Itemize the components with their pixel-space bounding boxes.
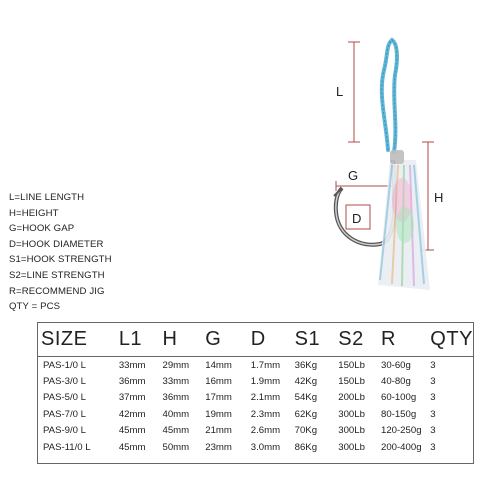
cell-g: 19mm (205, 408, 232, 420)
cell-s1: 62Kg (294, 408, 318, 420)
cell-s1: 86Kg (294, 441, 318, 453)
cell-r: 120-250g (380, 425, 422, 437)
header-qty: QTY (430, 323, 473, 357)
cell-d: 1.7mm (250, 359, 281, 371)
cell-l1: 33mm (118, 359, 146, 371)
cell-d: 3.0mm (250, 441, 281, 453)
cell-r: 40-80g (380, 376, 411, 388)
cell-s2: 150Lb (338, 376, 365, 388)
cell-r: 200-400g (380, 441, 422, 453)
diameter-box (345, 204, 371, 230)
cell-size: PAS-7/0 L (43, 408, 87, 420)
cell-g: 21mm (205, 425, 232, 437)
header-d: D (250, 323, 295, 357)
cell-r: 60-100g (380, 392, 417, 404)
cell-g: 16mm (205, 376, 232, 388)
label-g: G (348, 168, 358, 183)
cell-d: 1.9mm (250, 376, 281, 388)
label-d: D (352, 211, 361, 226)
legend-item: L=LINE LENGTH (9, 192, 85, 203)
cell-s2: 150Lb (338, 359, 365, 371)
cell-d: 2.1mm (250, 392, 281, 404)
legend-item: R=RECOMMEND JIG (9, 285, 105, 297)
table-header-row: SIZE L1 H G D S1 S2 R QTY (38, 323, 473, 357)
cell-size: PAS-11/0 L (43, 441, 91, 453)
cell-qty: 3 (430, 376, 436, 388)
cell-h: 33mm (162, 376, 190, 388)
cell-h: 36mm (162, 392, 190, 404)
cell-l1: 42mm (118, 408, 146, 420)
cell-r: 30-60g (380, 359, 411, 371)
cell-s1: 70Kg (294, 425, 318, 437)
cell-size: PAS-5/0 L (43, 392, 87, 404)
cell-l1: 45mm (118, 441, 146, 453)
table-row: PAS-11/0 L 45mm 50mm 23mm 3.0mm 86Kg 300Lb 200-… (38, 439, 473, 455)
legend-item: S2=LINE STRENGTH (9, 269, 105, 281)
cell-s1: 54Kg (294, 392, 318, 404)
cell-d: 2.3mm (250, 408, 281, 420)
tinsel-skirt-icon (378, 150, 430, 290)
table-row: PAS-7/0 L 42mm 40mm 19mm 2.3mm 62Kg 300Lb 80-15… (38, 406, 473, 422)
cell-s2: 300Lb (338, 441, 365, 453)
header-h: H (162, 323, 206, 357)
cell-qty: 3 (430, 425, 436, 437)
cell-size: PAS-1/0 L (43, 359, 87, 371)
cell-h: 29mm (162, 359, 190, 371)
gap-dimension (335, 181, 395, 191)
legend-item: D=HOOK DIAMETER (9, 238, 104, 250)
cell-s2: 200Lb (338, 392, 365, 404)
cell-g: 14mm (205, 359, 232, 371)
length-dimension (348, 41, 360, 143)
cell-qty: 3 (430, 359, 436, 371)
cell-l1: 45mm (118, 425, 146, 437)
table-row: PAS-1/0 L 33mm 29mm 14mm 1.7mm 36Kg 150Lb 30-60… (38, 357, 473, 374)
header-l1: L1 (118, 323, 163, 357)
cell-r: 80-150g (380, 408, 417, 420)
cell-s2: 300Lb (338, 425, 365, 437)
legend-item: S1=HOOK STRENGTH (9, 254, 112, 266)
cell-size: PAS-9/0 L (43, 425, 87, 437)
header-size: SIZE (38, 323, 119, 357)
table-row: PAS-5/0 L 37mm 36mm 17mm 2.1mm 54Kg 200Lb 60-10… (38, 390, 473, 406)
header-s1: S1 (294, 323, 339, 357)
table-row: PAS-3/0 L 36mm 33mm 16mm 1.9mm 42Kg 150Lb 40-80… (38, 373, 473, 389)
legend: L=LINE LENGTH H=HEIGHT G=HOOK GAP D=HOOK… (9, 190, 112, 315)
braided-line-icon (379, 37, 399, 154)
cell-h: 45mm (162, 425, 190, 437)
label-h: H (434, 190, 443, 205)
cell-qty: 3 (430, 408, 436, 420)
legend-item: H=HEIGHT (9, 207, 59, 219)
cell-l1: 37mm (118, 392, 146, 404)
label-l: L (336, 84, 343, 99)
spec-table: SIZE L1 H G D S1 S2 R QTY PAS-1/0 L 33mm 2… (37, 322, 474, 464)
header-g: G (205, 323, 251, 357)
cell-qty: 3 (430, 441, 436, 453)
cell-s2: 300Lb (338, 408, 365, 420)
cell-s1: 42Kg (294, 376, 318, 388)
cell-g: 23mm (205, 441, 232, 453)
header-s2: S2 (338, 323, 381, 357)
cell-g: 17mm (205, 392, 232, 404)
cell-d: 2.6mm (250, 425, 281, 437)
cell-h: 40mm (162, 408, 190, 420)
cell-l1: 36mm (118, 376, 146, 388)
table-row: PAS-9/0 L 45mm 45mm 21mm 2.6mm 70Kg 300Lb 120-2… (38, 423, 473, 439)
cell-h: 50mm (162, 441, 190, 453)
hook-diagram: L H G D (333, 37, 443, 290)
cell-qty: 3 (430, 392, 436, 404)
cell-s1: 36Kg (294, 359, 318, 371)
legend-item: G=HOOK GAP (9, 223, 75, 235)
header-r: R (380, 323, 431, 357)
legend-item: QTY = PCS (9, 301, 61, 313)
cell-size: PAS-3/0 L (43, 376, 87, 388)
